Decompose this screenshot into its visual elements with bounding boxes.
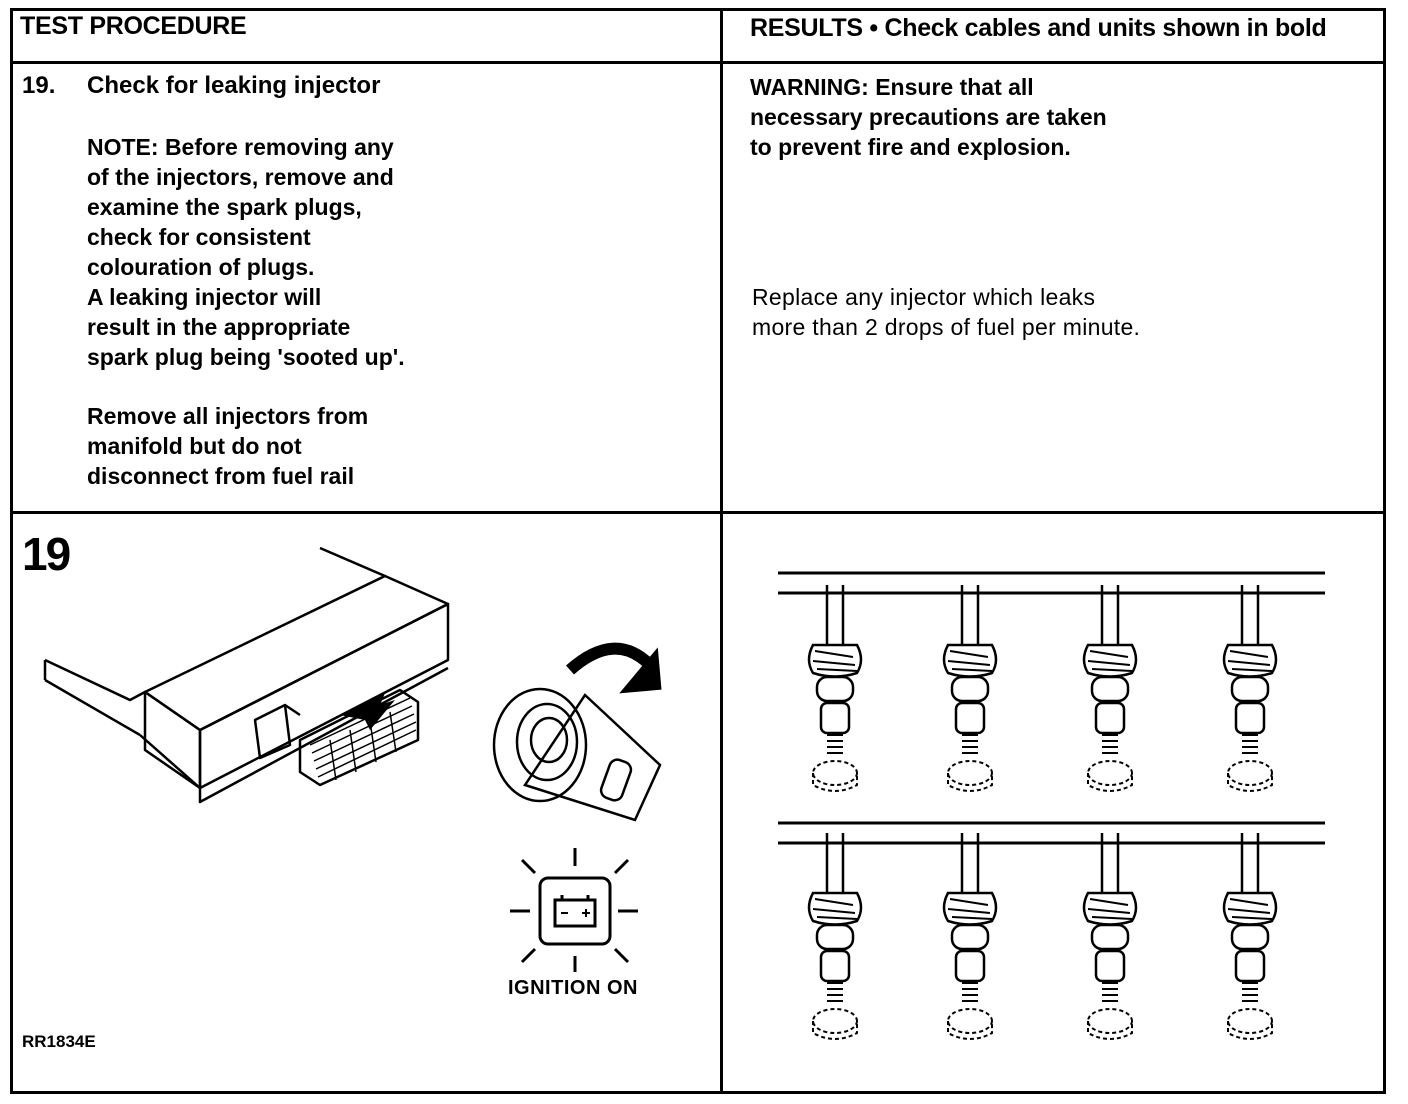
results-action: Replace any injector which leaks more th…: [752, 284, 1141, 340]
battery-warning-lamp-icon: [510, 848, 638, 972]
figure-number: 19: [22, 528, 71, 580]
header-divider: [10, 61, 1386, 64]
ecu-connector-illustration: [43, 546, 450, 804]
column-divider: [720, 8, 723, 1094]
step-title: Check for leaking injector: [87, 72, 381, 99]
step-note: NOTE: Before removing any of the injecto…: [87, 134, 405, 370]
procedure-table: [10, 8, 1386, 1094]
step-instruction: Remove all injectors from manifold but d…: [87, 403, 369, 489]
ignition-key-icon: [492, 642, 662, 822]
figure-reference: RR1834E: [22, 1032, 96, 1051]
fuel-injector-rail-illustration: [778, 571, 1325, 1041]
header-results: RESULTS • Check cables and units shown i…: [750, 14, 1327, 42]
ignition-label: IGNITION ON: [508, 977, 638, 999]
step-number: 19.: [22, 72, 56, 99]
header-test-procedure: TEST PROCEDURE: [20, 12, 247, 40]
results-warning: WARNING: Ensure that all necessary preca…: [750, 74, 1107, 160]
row-divider: [10, 511, 1386, 514]
